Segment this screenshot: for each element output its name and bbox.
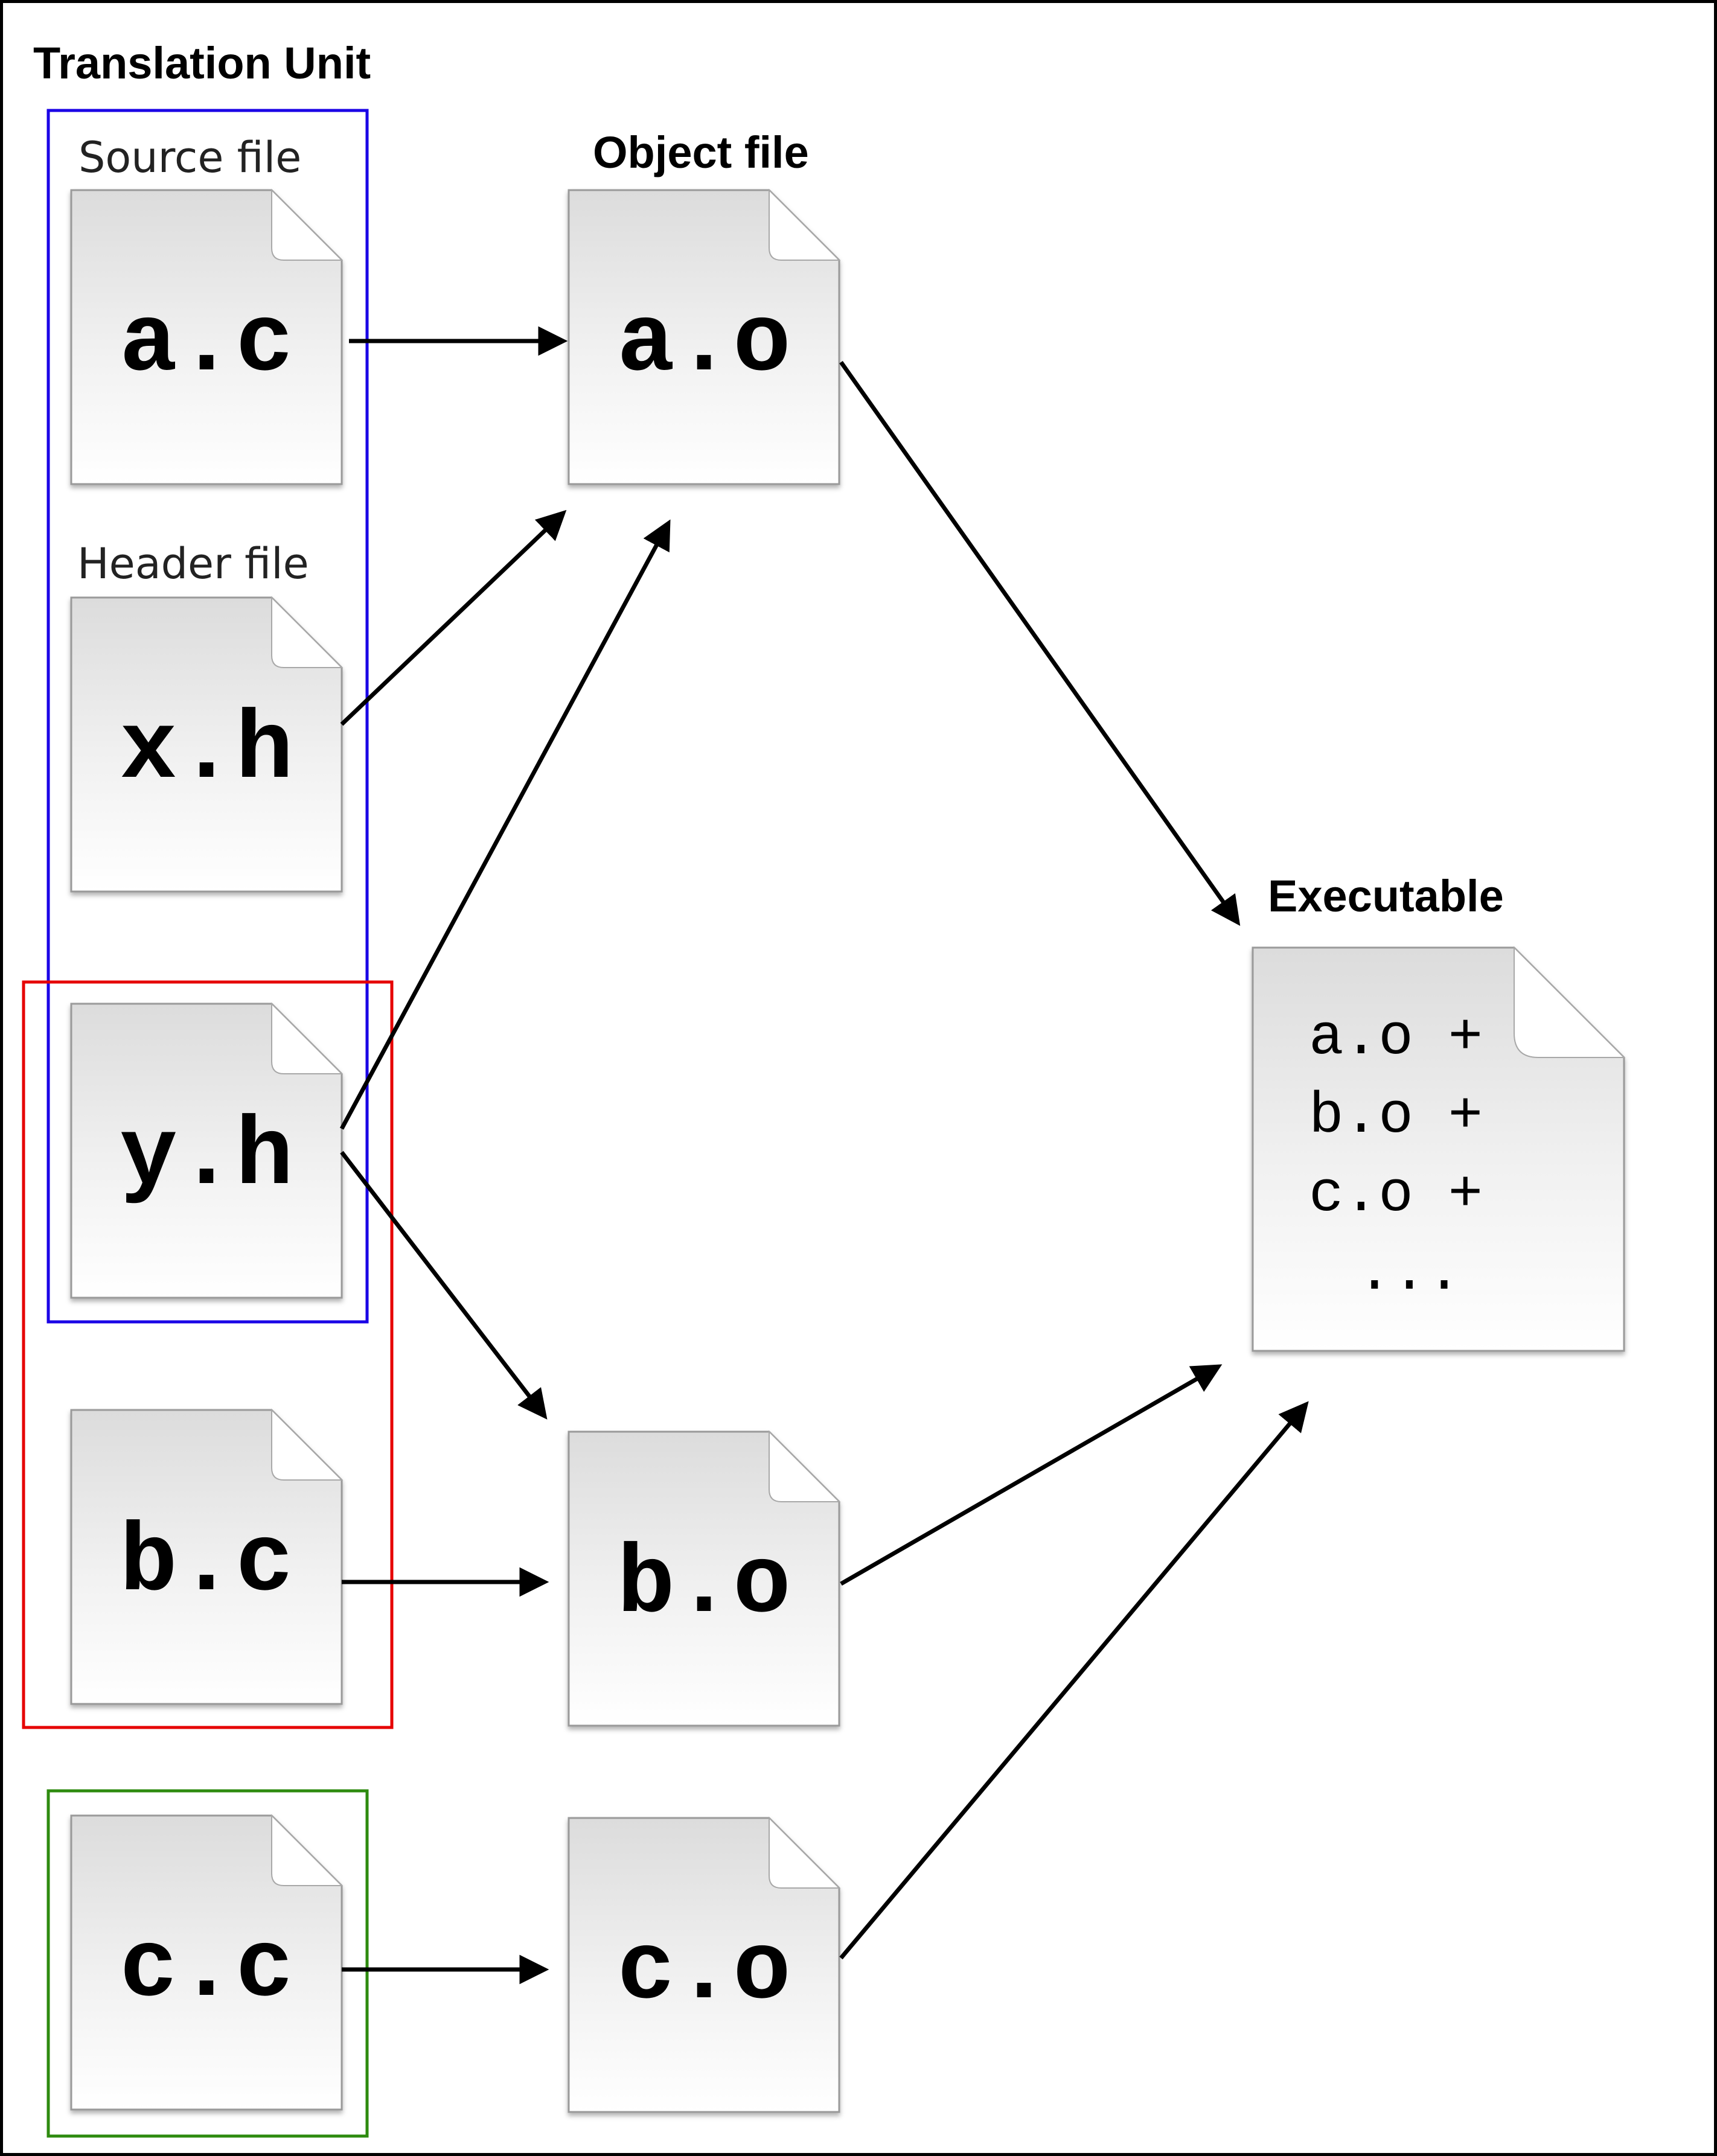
arrow-y-h-to-a-o xyxy=(339,519,671,1130)
document-a-o xyxy=(568,188,841,485)
file-name-y-h: y.h xyxy=(120,1103,293,1213)
file-name-x-h: x.h xyxy=(120,697,293,806)
executable-line-2: b.o + xyxy=(1309,1083,1483,1149)
arrow-b-o-to-executable xyxy=(840,1364,1223,1586)
file-name-b-c: b.c xyxy=(120,1510,293,1619)
executable-line-4: ... xyxy=(1357,1240,1462,1306)
translation-unit-box-c xyxy=(46,1789,369,2138)
translation-unit-heading: Translation Unit xyxy=(33,38,371,88)
file-name-a-o: a.o xyxy=(617,290,791,399)
file-name-b-o: b.o xyxy=(617,1531,791,1641)
document-x-h xyxy=(70,596,344,893)
header-file-caption: Header file xyxy=(77,539,309,588)
translation-unit-box-a xyxy=(46,109,369,1324)
executable-line-1: a.o + xyxy=(1309,1005,1483,1071)
file-name-c-o: c.o xyxy=(617,1918,791,2027)
file-name-a-c: a.c xyxy=(120,290,293,399)
document-c-o xyxy=(568,1816,841,2113)
document-a-c xyxy=(70,188,344,485)
arrow-x-h-to-a-o xyxy=(340,509,567,726)
document-executable xyxy=(1252,946,1626,1352)
translation-unit-box-b xyxy=(22,980,394,1729)
file-name-c-c: c.c xyxy=(120,1915,293,2024)
arrow-c-o-to-executable xyxy=(839,1401,1309,1960)
arrow-a-o-to-executable xyxy=(839,360,1241,926)
document-y-h xyxy=(70,1002,344,1299)
executable-heading: Executable xyxy=(1268,871,1504,921)
arrow-y-h-to-b-o xyxy=(340,1150,548,1420)
document-b-c xyxy=(70,1408,344,1705)
executable-line-3: c.o + xyxy=(1309,1162,1483,1228)
source-file-caption: Source file xyxy=(78,133,301,182)
document-b-o xyxy=(568,1430,841,1727)
document-c-c xyxy=(70,1814,344,2111)
object-file-heading: Object file xyxy=(593,127,809,177)
